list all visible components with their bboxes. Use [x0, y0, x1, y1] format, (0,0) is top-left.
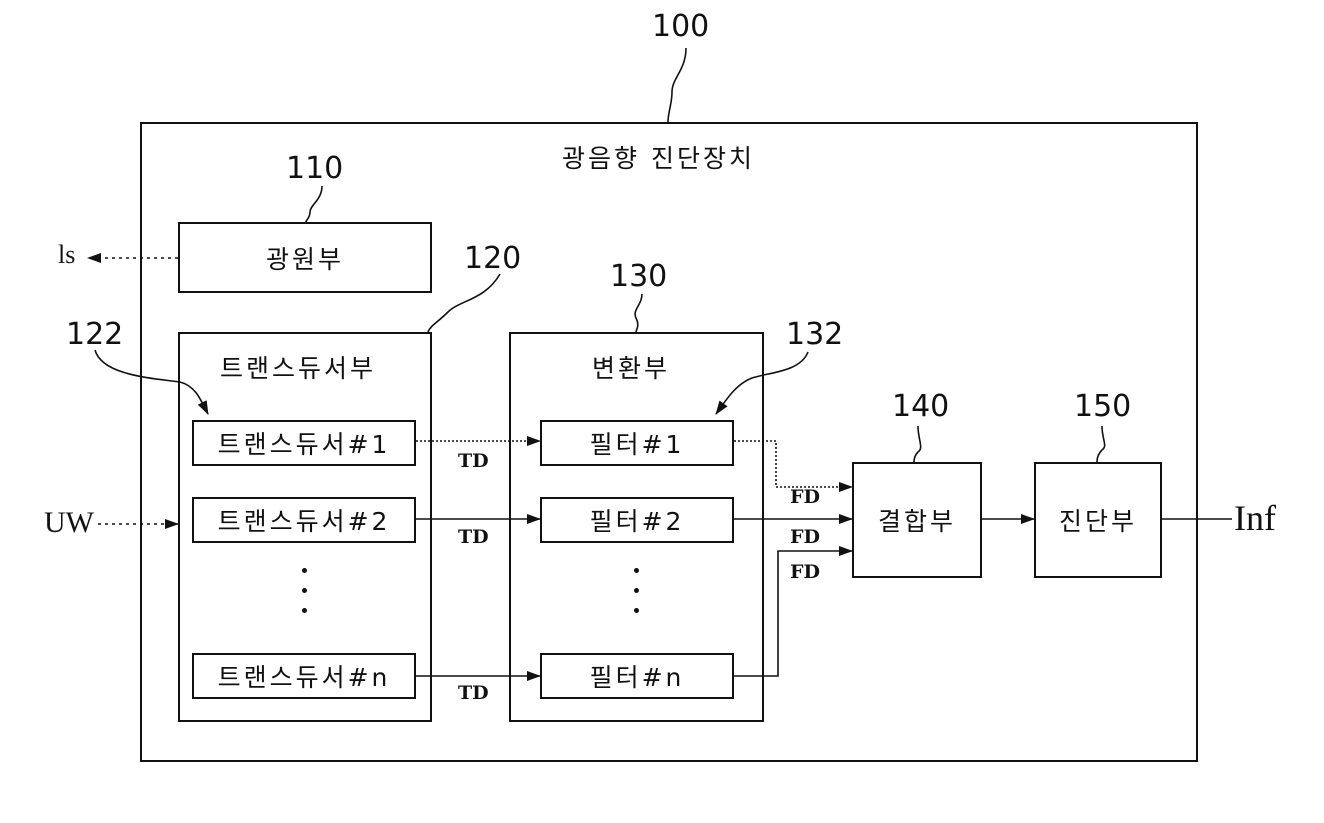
- ls-output-label: ls: [58, 242, 75, 268]
- combiner-box: 결합부: [852, 462, 982, 578]
- conversion-unit-ref: 130: [610, 262, 667, 292]
- transducer-item-label: 트랜스듀서#2: [218, 502, 391, 538]
- input-signal-label: UW: [44, 508, 94, 538]
- td-label-2: TD: [458, 528, 489, 547]
- filter-ellipsis: [634, 568, 639, 628]
- transducer-item-label: 트랜스듀서#1: [218, 425, 391, 461]
- device-title: 광음향 진단장치: [562, 146, 755, 171]
- fd-label-2: FD: [790, 528, 820, 547]
- leader-100: [668, 48, 686, 122]
- light-source-box: 광원부: [178, 222, 432, 293]
- fd-label-1: FD: [790, 488, 820, 507]
- transducer-item-ref: 122: [66, 320, 123, 350]
- filter-item-label: 필터#2: [590, 502, 685, 538]
- transducer-item-n: 트랜스듀서#n: [192, 653, 416, 699]
- output-signal-label: Inf: [1234, 500, 1276, 536]
- filter-item-n: 필터#n: [540, 653, 734, 699]
- transducer-item-2: 트랜스듀서#2: [192, 497, 416, 543]
- device-ref: 100: [652, 12, 709, 42]
- transducer-item-1: 트랜스듀서#1: [192, 420, 416, 466]
- fd-label-3: FD: [790, 563, 820, 582]
- td-label-n: TD: [458, 684, 489, 703]
- light-source-ref: 110: [286, 154, 343, 184]
- conversion-unit-title: 변환부: [592, 356, 670, 381]
- diagnosis-ref: 150: [1074, 392, 1131, 422]
- transducer-item-label: 트랜스듀서#n: [218, 658, 391, 694]
- filter-item-2: 필터#2: [540, 497, 734, 543]
- filter-item-ref: 132: [786, 320, 843, 350]
- light-source-label: 광원부: [266, 240, 344, 276]
- transducer-unit-ref: 120: [464, 244, 521, 274]
- filter-item-1: 필터#1: [540, 420, 734, 466]
- transducer-unit-title: 트랜스듀서부: [220, 356, 376, 381]
- diagnosis-box: 진단부: [1034, 462, 1162, 578]
- diagnosis-label: 진단부: [1059, 502, 1137, 538]
- transducer-ellipsis: [302, 568, 307, 628]
- combiner-ref: 140: [892, 392, 949, 422]
- combiner-label: 결합부: [878, 502, 956, 538]
- filter-item-label: 필터#1: [590, 425, 685, 461]
- td-label-1: TD: [458, 452, 489, 471]
- filter-item-label: 필터#n: [590, 658, 685, 694]
